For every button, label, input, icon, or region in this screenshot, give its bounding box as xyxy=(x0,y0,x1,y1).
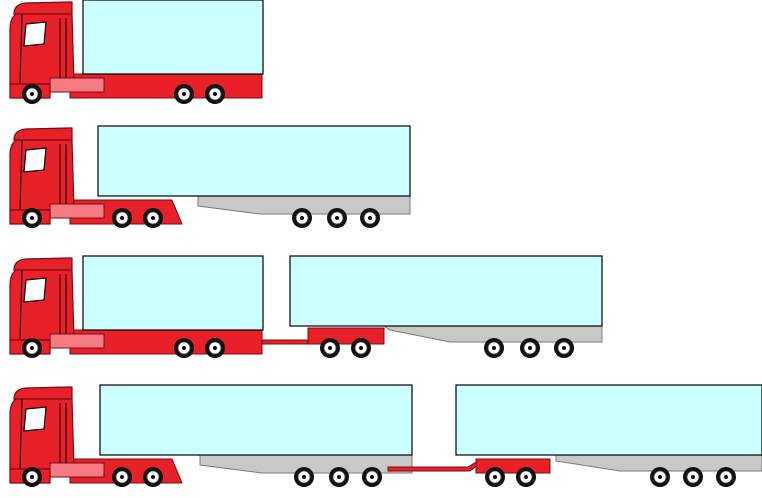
rear-wheel xyxy=(204,337,226,359)
drive-wheel xyxy=(111,207,133,229)
dolly-wheel xyxy=(484,466,506,488)
front-wheel xyxy=(21,83,43,105)
tractor-semitrailer xyxy=(9,125,411,229)
drive-wheel xyxy=(142,207,164,229)
drawbar xyxy=(261,339,311,345)
rear-wheel xyxy=(204,83,226,105)
semi-trailer-box xyxy=(455,384,762,456)
b-double xyxy=(9,384,762,488)
trailer-wheel xyxy=(682,466,704,488)
dolly-frame xyxy=(307,327,385,345)
rear-wheel xyxy=(173,83,195,105)
cab xyxy=(9,386,105,484)
trailer-wheel xyxy=(519,337,541,359)
cargo-box xyxy=(82,255,264,331)
rigid-truck xyxy=(9,0,264,105)
trailer-wheel xyxy=(715,466,737,488)
semi-trailer-box xyxy=(97,125,411,197)
cargo-box xyxy=(82,0,264,75)
trailer-wheel xyxy=(359,207,381,229)
front-wheel xyxy=(21,207,43,229)
dolly-wheel xyxy=(350,337,372,359)
dolly-wheel xyxy=(515,466,537,488)
trailer-wheel xyxy=(553,337,575,359)
drive-wheel xyxy=(111,466,133,488)
drive-wheel xyxy=(142,466,164,488)
rear-wheel xyxy=(173,337,195,359)
trailer-wheel xyxy=(649,466,671,488)
trailer-wheel xyxy=(328,466,350,488)
front-wheel xyxy=(21,466,43,488)
trailer-wheel xyxy=(293,466,315,488)
trailer-wheel xyxy=(361,466,383,488)
front-wheel xyxy=(21,337,43,359)
trailer-wheel xyxy=(326,207,348,229)
truck-dolly-semitrailer xyxy=(9,255,603,359)
dolly-wheel xyxy=(319,337,341,359)
trailer-wheel xyxy=(483,337,505,359)
semi-trailer-box xyxy=(289,255,603,327)
semi-trailer-box xyxy=(99,384,413,456)
trailer-wheel xyxy=(291,207,313,229)
cab xyxy=(9,127,105,225)
